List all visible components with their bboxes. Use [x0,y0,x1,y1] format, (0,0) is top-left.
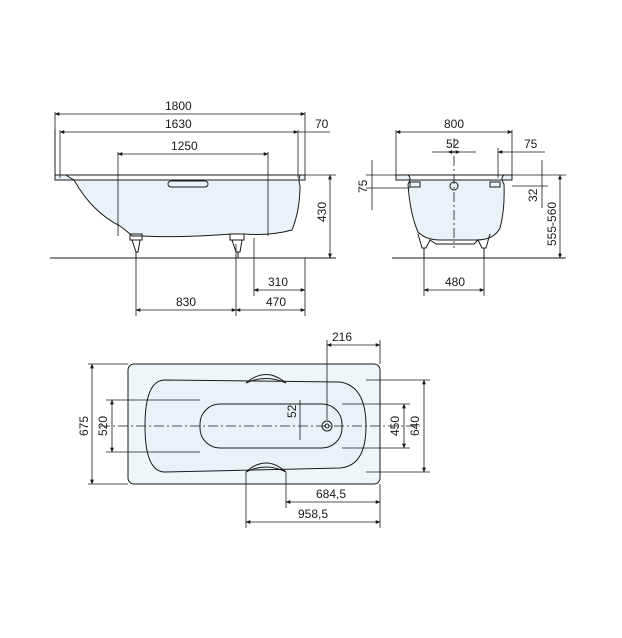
dim-bottom-length: 1250 [171,139,198,153]
leg-right [229,233,245,258]
dim-drain-offset: 310 [268,275,288,289]
dim-rim-thickness: 32 [526,188,540,202]
dim-drain-x: 216 [332,330,352,344]
dim-rim-width: 640 [408,416,422,436]
handle-top [245,374,287,384]
handle-grip [167,180,209,188]
plan-basin [144,379,367,473]
dim-basin-width: 450 [388,416,402,436]
dim-height: 430 [315,202,329,222]
tub-side-body [54,174,306,238]
drain-icon [449,181,459,191]
dim-height-range: 555-560 [545,202,559,246]
dim-leg-distance: 830 [176,295,196,309]
dim-width: 800 [444,117,464,131]
dim-leg-spacing: 480 [445,275,465,289]
plan-view: 216 52 675 520 450 640 684,5 958,5 [77,330,430,528]
dim-leg-offset: 470 [266,295,286,309]
dim-rim-left: 75 [356,179,370,193]
side-view: 1800 1630 70 1250 430 310 830 470 [50,99,336,316]
tub-end-body [395,174,513,241]
end-view: 800 52 75 75 32 555-560 480 [356,117,566,296]
dim-drain-y: 52 [285,404,299,418]
dim-inner-width: 520 [96,416,110,436]
leg-left [129,233,143,258]
dim-drain-width: 52 [446,137,460,151]
dim-outer-width: 675 [77,416,91,436]
dim-rim-offset: 70 [315,117,329,131]
dim-drain-to-end: 958,5 [298,507,328,521]
dim-rim-right: 75 [524,137,538,151]
dim-drain-to-handle: 684,5 [316,487,346,501]
dim-inner-length: 1630 [165,117,192,131]
dim-total-length: 1800 [165,99,192,113]
